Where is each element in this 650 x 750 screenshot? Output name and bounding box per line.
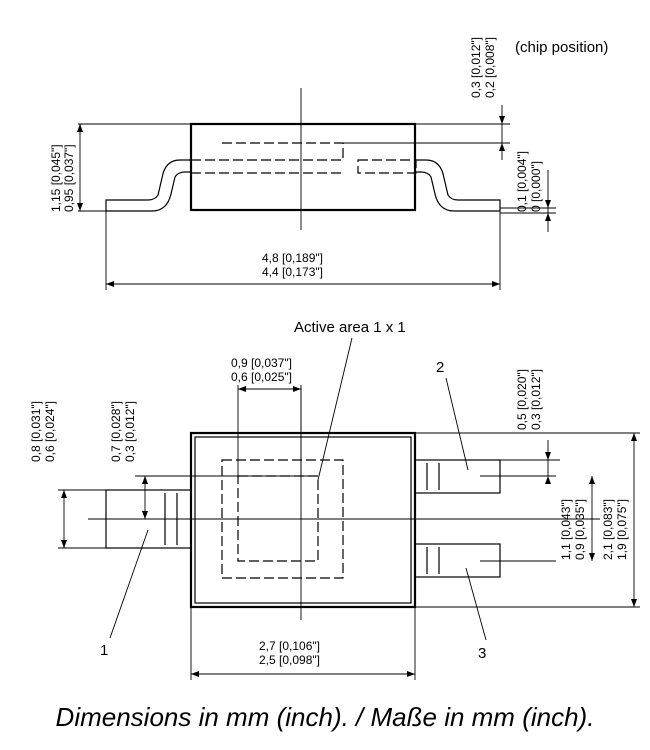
lead-2: [414, 459, 501, 494]
lead-3: [414, 543, 501, 578]
side-body: [189, 122, 417, 212]
body-width-min: 2,5 [0,098"]: [259, 653, 320, 667]
package-drawing: 1,15 [0,045"] 0,95 [0,037"] 4,8 [0,189"]…: [29, 37, 640, 680]
lead1-width-min: 0,6 [0,024"]: [43, 401, 57, 462]
active-offset-max: 0,9 [0,037"]: [231, 356, 292, 370]
chip-pos-max: 0,3 [0,012"]: [469, 37, 483, 98]
chip-outline-top: [221, 459, 344, 579]
height-dim-min: 0,95 [0,037"]: [62, 144, 76, 212]
side-view: 1,15 [0,045"] 0,95 [0,037"] 4,8 [0,189"]…: [49, 37, 608, 290]
lead-offset-max: 0,7 [0,028"]: [109, 401, 123, 462]
lead-offset-min: 0,3 [0,012"]: [123, 401, 137, 462]
pitch-min: 0,9 [0,035"]: [573, 499, 587, 560]
chip-outline: [222, 142, 344, 160]
pin-3-label: 3: [478, 645, 486, 662]
chip-pos-min: 0,2 [0,008"]: [483, 37, 497, 98]
side-lead-right: [415, 159, 501, 212]
body-height-max: 2,1 [0,083"]: [601, 499, 615, 560]
lead-frame-outline-right: [357, 159, 417, 174]
top-body-inner: [194, 436, 412, 604]
chip-position-label: (chip position): [515, 39, 608, 56]
body-width-max: 2,7 [0,106"]: [259, 639, 320, 653]
pin-2-label: 2: [436, 359, 444, 376]
active-area-leader: [317, 337, 353, 481]
top-body-outer: [189, 431, 417, 609]
caption: Dimensions in mm (inch). / Maße in mm (i…: [55, 702, 595, 732]
active-offset-min: 0,6 [0,025"]: [231, 370, 292, 384]
side-lead-left: [105, 159, 191, 212]
pitch-max: 1,1 [0,043"]: [559, 499, 573, 560]
body-height-min: 1,9 [0,075"]: [615, 499, 629, 560]
active-area-outline: [237, 475, 319, 562]
top-view: 0,9 [0,037"] 0,6 [0,025"] Active area 1 …: [29, 319, 640, 680]
pin2-offset-min: 0,3 [0,012"]: [529, 369, 543, 430]
pin-1-label: 1: [100, 642, 108, 659]
active-area-label: Active area 1 x 1: [294, 319, 406, 336]
standoff-min: 0 [0,000"]: [529, 161, 543, 212]
lead1-width-max: 0,8 [0,031"]: [29, 401, 43, 462]
height-dim-max: 1,15 [0,045"]: [49, 144, 63, 212]
width-dim-max: 4,8 [0,189"]: [262, 251, 323, 265]
width-dim-min: 4,4 [0,173"]: [262, 265, 323, 279]
pin2-offset-max: 0,5 [0,020"]: [515, 369, 529, 430]
standoff-max: 0,1 [0,004"]: [515, 151, 529, 212]
